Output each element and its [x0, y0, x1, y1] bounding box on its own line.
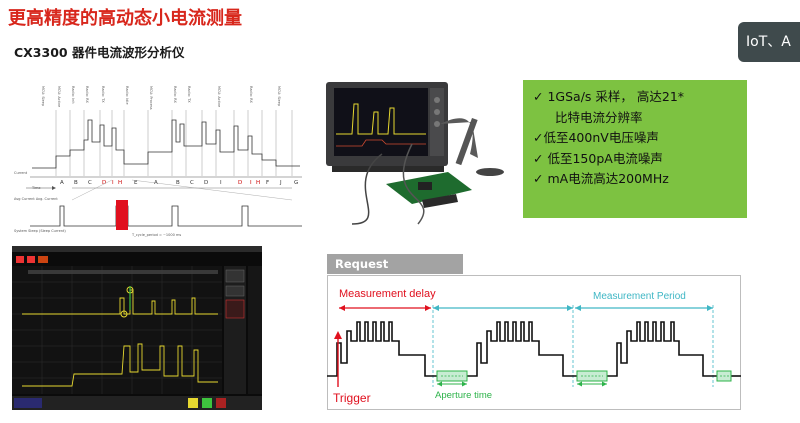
run-button[interactable] [38, 256, 48, 263]
feature-item: 比特电流分辨率 [555, 109, 643, 125]
svg-text:D: D [238, 180, 242, 186]
svg-text:Radio: TX: Radio: TX [187, 86, 191, 103]
feature-list: ✓ 1GSa/s 采样， 高达21* 比特电流分辨率 ✓低至400nV电压噪声 … [523, 80, 747, 218]
svg-text:Radio: Init: Radio: Init [71, 86, 75, 104]
svg-text:G: G [294, 180, 298, 186]
svg-text:J: J [279, 180, 282, 186]
svg-text:E: E [134, 180, 138, 186]
svg-text:C: C [190, 180, 194, 186]
svg-text:I: I [250, 180, 252, 186]
svg-text:Radio: TX: Radio: TX [101, 86, 105, 103]
svg-text:Radio: Idle: Radio: Idle [125, 86, 129, 105]
power-timing-diagram: MCU: Sleep MCU: Active Radio: Init Radio… [14, 86, 302, 237]
svg-text:Current: Current [14, 171, 28, 175]
svg-text:D: D [204, 180, 208, 186]
measurement-period-label: Measurement Period [593, 291, 686, 302]
request-panel [327, 275, 741, 410]
svg-text:MCU: Sleep: MCU: Sleep [41, 86, 45, 107]
feature-item: ✓ mA电流高达200MHz [533, 171, 669, 186]
svg-text:MCU: Process: MCU: Process [149, 86, 153, 110]
svg-text:D: D [102, 180, 106, 186]
trigger-label: Trigger [333, 391, 371, 405]
feature-item: ✓ 1GSa/s 采样， 高达21* [533, 89, 685, 104]
svg-text:System Sleep (Sleep Current): System Sleep (Sleep Current) [14, 229, 66, 233]
request-header: Request [327, 254, 463, 274]
slide-subtitle: CX3300 器件电流波形分析仪 [14, 45, 185, 60]
svg-text:MCU: Active: MCU: Active [57, 86, 61, 107]
svg-text:Radio: RX: Radio: RX [173, 86, 177, 104]
svg-text:Radio: RX: Radio: RX [249, 86, 253, 104]
svg-text:T_cycle_period = ~1000 ms: T_cycle_period = ~1000 ms [131, 233, 181, 237]
scope-screen [12, 246, 262, 410]
instrument-photo [326, 82, 504, 225]
svg-text:I: I [112, 180, 114, 186]
feature-item: ✓低至400nV电压噪声 [533, 130, 659, 145]
aperture-time-label: Aperture time [435, 390, 492, 401]
segment-letters: ABC DIH EAB CDI DIH FJG [60, 180, 298, 186]
svg-text:F: F [266, 180, 269, 186]
svg-text:A: A [60, 180, 64, 186]
svg-text:MCU: Active: MCU: Active [217, 86, 221, 107]
svg-text:B: B [176, 180, 180, 186]
feature-item: ✓ 低至150pA电流噪声 [533, 150, 663, 166]
slide-title: 更高精度的高动态小电流测量 [8, 8, 242, 29]
iot-tab[interactable]: IoT、A [738, 22, 800, 62]
svg-text:B: B [74, 180, 78, 186]
svg-text:Avg Current Avg. Current: Avg Current Avg. Current [14, 197, 58, 201]
highlight-bar [116, 200, 128, 230]
svg-text:C: C [88, 180, 92, 186]
request-diagram: Measurement delay Measurement Period Tri… [327, 288, 741, 405]
stop-button[interactable] [16, 256, 24, 263]
measurement-delay-label: Measurement delay [339, 288, 436, 300]
svg-text:Radio: RX: Radio: RX [85, 86, 89, 104]
svg-text:H: H [256, 180, 260, 186]
svg-text:H: H [118, 180, 122, 186]
svg-text:I: I [220, 180, 222, 186]
svg-text:MCU: Sleep: MCU: Sleep [277, 86, 281, 107]
